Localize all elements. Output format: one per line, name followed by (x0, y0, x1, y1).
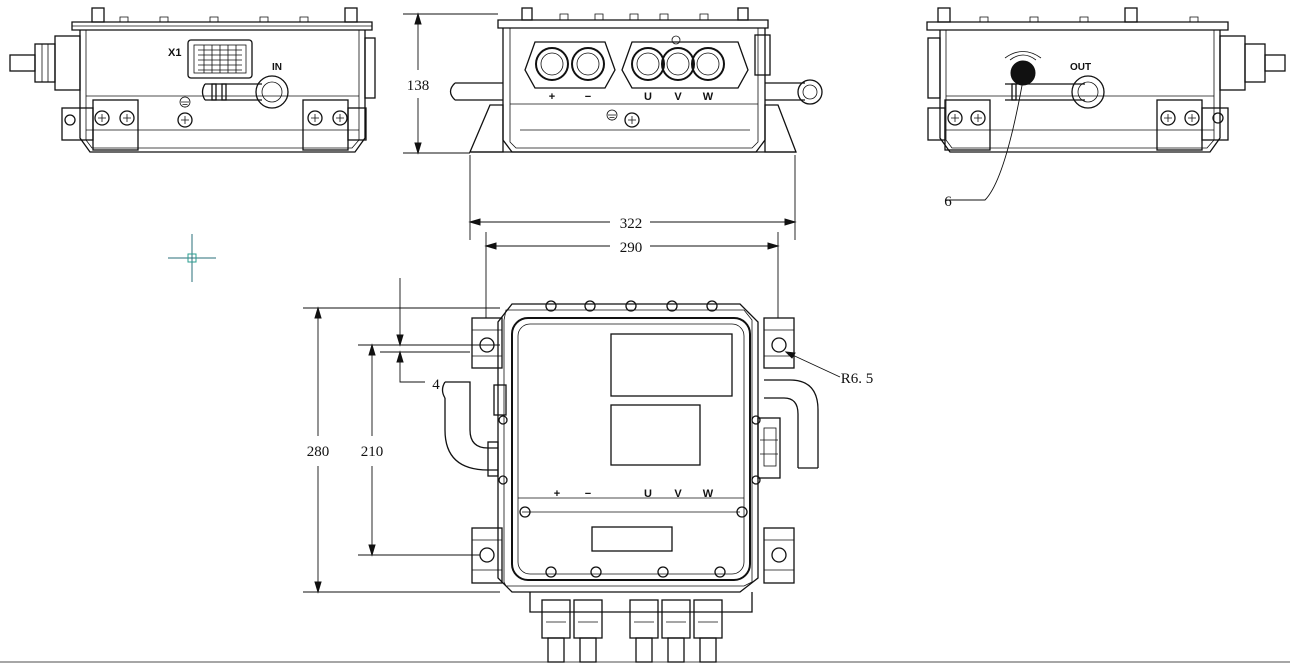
dim-290: 290 (620, 240, 643, 256)
dimension-plan: 280 210 4 R6. 5 (303, 278, 874, 594)
plan-view: + − U V W (0, 300, 1290, 663)
callout-6: 6 (944, 194, 952, 210)
in-label: IN (272, 62, 282, 73)
dim-322: 322 (620, 216, 643, 232)
dim-r65: R6. 5 (841, 371, 874, 387)
plan-v-label: V (674, 488, 682, 500)
plan-w-label: W (703, 488, 714, 500)
x1-label: X1 (168, 47, 181, 59)
mounting-hole-icon (479, 337, 787, 563)
output-connectors (529, 592, 753, 663)
bolt-icon (64, 110, 348, 128)
plan-minus-label: − (585, 488, 591, 500)
dimension-widths: 322 290 (468, 155, 797, 318)
dim-210: 210 (361, 444, 384, 460)
plan-plus-label: + (554, 488, 560, 500)
plug-icon (1010, 60, 1036, 86)
plan-u-label: U (644, 488, 652, 500)
dim-280: 280 (307, 444, 330, 460)
u-label: U (644, 91, 652, 103)
w-label: W (703, 91, 714, 103)
plus-label: + (549, 91, 555, 103)
bolt-icon (498, 300, 761, 578)
crosshair-marker (168, 234, 216, 282)
v-label: V (674, 91, 682, 103)
minus-label: − (585, 91, 591, 103)
out-label: OUT (1070, 62, 1091, 73)
dim-4: 4 (432, 377, 440, 393)
right-side-view: OUT 6 (926, 7, 1286, 210)
left-side-view: X1 IN (9, 7, 376, 153)
front-view: + − U V W (449, 7, 823, 153)
dim-138: 138 (407, 78, 430, 94)
dimension-height: 138 (403, 12, 498, 155)
